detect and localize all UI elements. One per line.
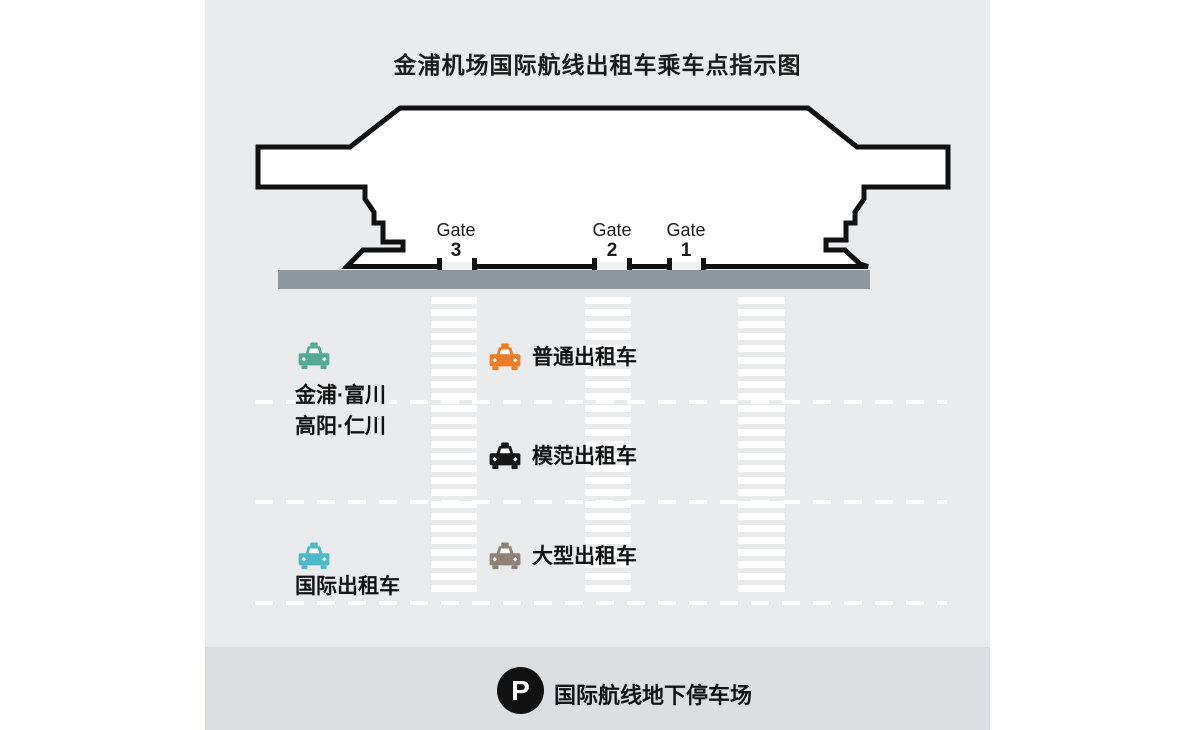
crosswalk-column-right bbox=[738, 292, 785, 597]
zone-label-large-taxi: 大型出租车 bbox=[532, 545, 637, 568]
taxi-icon-green bbox=[298, 342, 330, 370]
gate-3-label: Gate 3 bbox=[436, 220, 476, 261]
curb-road-bar bbox=[278, 270, 870, 289]
parking-symbol: P bbox=[511, 674, 530, 706]
zone-label-regular-taxi: 普通出租车 bbox=[532, 346, 637, 369]
zone-label-gimpo-goyang: 金浦·富川 高阳·仁川 bbox=[295, 380, 389, 442]
taxi-icon-black bbox=[489, 442, 521, 470]
zone-label-deluxe-taxi: 模范出租车 bbox=[532, 445, 637, 468]
crosswalk-column-gate3 bbox=[431, 292, 477, 597]
zone-line-gimpo-bucheon: 金浦·富川 bbox=[295, 380, 389, 411]
taxi-icon-taupe bbox=[489, 542, 521, 570]
taxi-icon-orange bbox=[489, 343, 521, 371]
gate-1-label: Gate 1 bbox=[666, 220, 706, 261]
zone-label-international-taxi: 国际出租车 bbox=[295, 575, 400, 598]
diagram-panel: 金浦机场国际航线出租车乘车点指示图 Gate 3 Gate bbox=[205, 0, 990, 730]
parking-label: 国际航线地下停车场 bbox=[554, 683, 753, 708]
lane-divider-2 bbox=[255, 500, 947, 504]
diagram-title: 金浦机场国际航线出租车乘车点指示图 bbox=[393, 52, 802, 78]
taxi-icon-blue bbox=[298, 542, 330, 570]
lane-divider-3 bbox=[255, 601, 947, 605]
gate-tick-marks bbox=[437, 258, 706, 275]
footer-strip: P 国际航线地下停车场 bbox=[205, 647, 990, 730]
lane-divider-1 bbox=[255, 400, 947, 404]
gate-openings bbox=[442, 262, 701, 272]
gate-2-label: Gate 2 bbox=[592, 220, 632, 261]
parking-icon: P bbox=[497, 667, 544, 714]
zone-line-goyang-incheon: 高阳·仁川 bbox=[295, 411, 389, 442]
terminal-map bbox=[255, 105, 951, 275]
terminal-building-outline bbox=[255, 105, 951, 269]
crosswalk-column-gate2 bbox=[585, 292, 631, 597]
